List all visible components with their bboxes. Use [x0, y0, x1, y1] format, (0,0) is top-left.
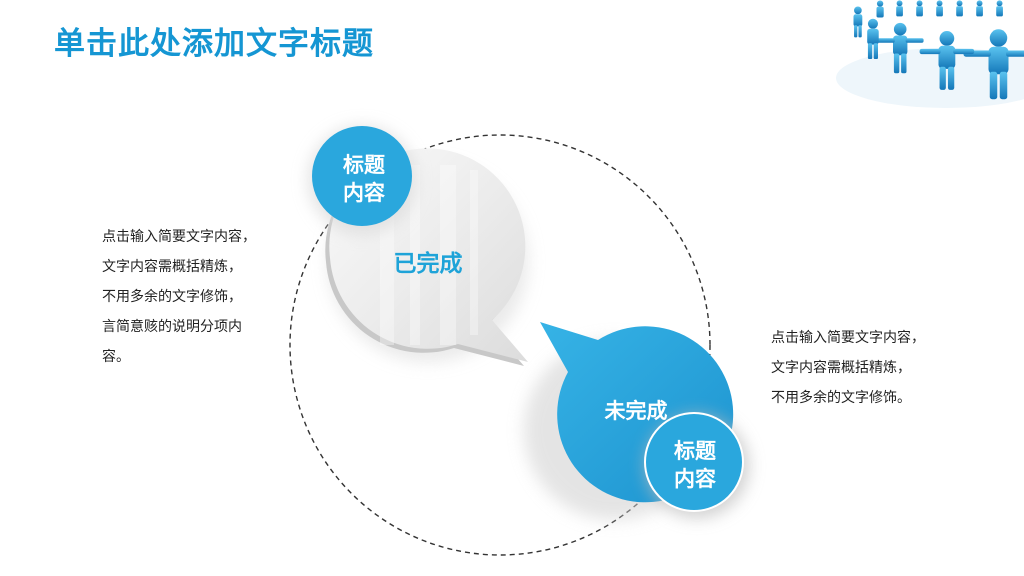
bubble-undone-label: 未完成 [604, 399, 668, 423]
left-description: 点击输入简要文字内容， 文字内容需概括精炼， 不用多余的文字修饰， 言简意赅的说… [102, 222, 270, 372]
badge-bottom-label: 标题 内容 [648, 437, 742, 493]
badge-top-line2: 内容 [343, 181, 385, 205]
left-description-line: 不用多余的文字修饰， [102, 289, 242, 305]
left-description-line: 点击输入简要文字内容， [102, 229, 256, 245]
badge-bottom-circle [644, 412, 744, 512]
badge-top-label: 标题 内容 [316, 151, 412, 207]
right-description-line: 文字内容需概括精炼， [771, 360, 911, 376]
dashed-ring [289, 134, 711, 556]
right-description-line: 点击输入简要文字内容， [771, 330, 925, 346]
right-description: 点击输入简要文字内容， 文字内容需概括精炼， 不用多余的文字修饰。 [771, 323, 941, 413]
people-holding-hands-icon [836, 0, 1024, 108]
right-description-line: 不用多余的文字修饰。 [771, 390, 911, 406]
badge-top-circle [312, 126, 412, 226]
badge-bottom-line1: 标题 [674, 439, 716, 463]
left-description-line: 言简意赅的说明分项内 [102, 319, 242, 335]
badge-bottom-line2: 内容 [674, 467, 716, 491]
left-description-line: 文字内容需概括精炼， [102, 259, 242, 275]
page-title: 单击此处添加文字标题 [54, 26, 374, 62]
badge-top-line1: 标题 [343, 153, 385, 177]
bubble-done-label: 已完成 [393, 251, 463, 277]
left-description-line: 容。 [102, 349, 130, 365]
